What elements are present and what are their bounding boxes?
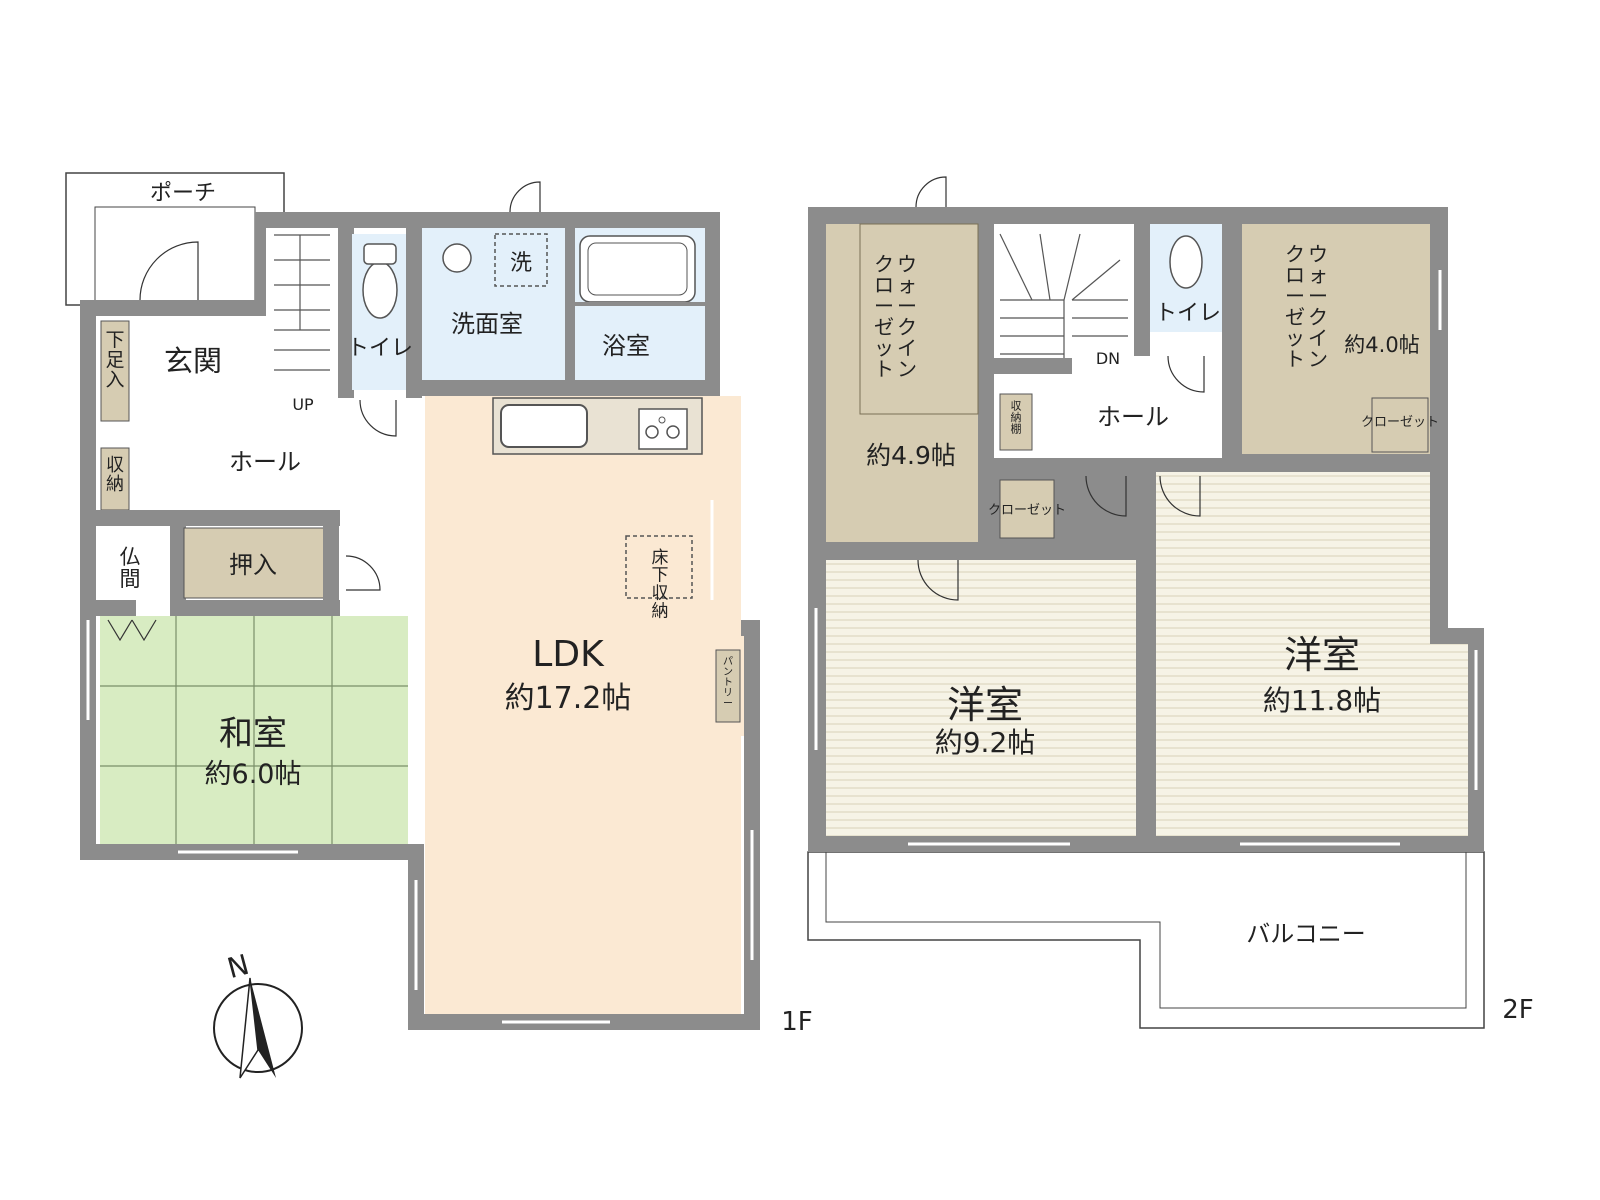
- doors-2f: [915, 176, 1205, 601]
- butsuma-label: 仏間: [120, 545, 141, 591]
- pantry: [715, 649, 741, 723]
- balcony: [807, 851, 1485, 1029]
- shuno-tana: [999, 393, 1033, 451]
- bathtub-icon: [579, 235, 696, 303]
- wic2-size: 約4.0帖: [1344, 333, 1419, 357]
- doors-1f: [107, 181, 541, 642]
- tatami-grid: [100, 616, 408, 844]
- yoshitsu2-size: 約11.8帖: [1263, 684, 1381, 717]
- toilet-2f-label: トイレ: [1155, 301, 1221, 326]
- yoshitsu2-label: 洋室: [1284, 633, 1360, 677]
- senmen-label: 洗面室: [451, 310, 523, 338]
- windows-1f: [86, 500, 754, 1024]
- ldk-label: LDK: [532, 634, 605, 675]
- compass-arrow-icon: [250, 978, 276, 1078]
- stairs-down-label: DN: [1096, 349, 1120, 368]
- closet2-label: クローゼット: [988, 503, 1066, 518]
- ldk-size: 約17.2帖: [505, 681, 632, 716]
- washitsu-size: 約6.0帖: [205, 759, 302, 790]
- toilet-icon-2f: [1169, 235, 1203, 289]
- floor-1f: ポーチ: [65, 172, 813, 1037]
- closet1-label: クローゼット: [1361, 415, 1439, 430]
- basin-icon: [442, 243, 472, 273]
- hall-1f-label: ホール: [229, 448, 301, 476]
- toilet-icon-1f: [362, 261, 398, 319]
- wic1-label: ウォークインクローゼット: [874, 252, 917, 381]
- closet-2f-hall: [999, 479, 1055, 539]
- stairs-2f: [999, 233, 1128, 360]
- hall-2f-label: ホール: [1097, 403, 1169, 431]
- floor-2f-label: 2F: [1502, 995, 1534, 1025]
- yoshitsu1-size: 約9.2帖: [935, 726, 1036, 759]
- yoshitsu1-floor: [826, 560, 1136, 836]
- geta-label: 下足入: [105, 329, 124, 391]
- yoshitsu2-floor: [1156, 472, 1468, 836]
- washitsu-label: 和室: [219, 714, 287, 754]
- toilet-1f-label: トイレ: [347, 336, 413, 361]
- pantry-label: パントリー: [723, 656, 733, 710]
- porch-label: ポーチ: [150, 181, 216, 206]
- geta-box: [100, 320, 130, 422]
- shuno-tana-label: 収納棚: [1011, 400, 1022, 436]
- yukashita-storage: [625, 535, 693, 599]
- floor-1f-label: 1F: [781, 1007, 813, 1037]
- yukashita-label: 床下収納: [652, 548, 669, 622]
- storage-1f-label: 収納: [106, 455, 124, 495]
- balcony-label: バルコニー: [1246, 920, 1366, 948]
- sink-icon: [500, 404, 588, 448]
- washer-space: [494, 233, 548, 287]
- yokushitsu-label: 浴室: [602, 332, 650, 360]
- hall-storage: [100, 447, 130, 511]
- yoshitsu1-label: 洋室: [947, 683, 1023, 727]
- stairs-up-label: UP: [292, 395, 314, 414]
- closet-2f-right: [1371, 397, 1429, 453]
- floor-2f: ウォークインクローゼット 約4.9帖 収納棚 ホール DN トイレ ウォークイン…: [807, 176, 1534, 1029]
- oshiire: [183, 527, 325, 599]
- wic1-size: 約4.9帖: [866, 441, 956, 470]
- oshiire-label: 押入: [229, 551, 277, 579]
- ldk-floor: [425, 396, 741, 1014]
- wic1: [826, 224, 978, 542]
- compass: N: [213, 948, 303, 1079]
- windows-2f: [814, 270, 1478, 846]
- stairs-1f: [274, 234, 330, 371]
- genkan-label: 玄関: [164, 344, 222, 378]
- compass-n-label: N: [224, 948, 253, 985]
- wic2-label: ウォークインクローゼット: [1285, 242, 1328, 371]
- sentaku-label: 洗: [510, 251, 532, 276]
